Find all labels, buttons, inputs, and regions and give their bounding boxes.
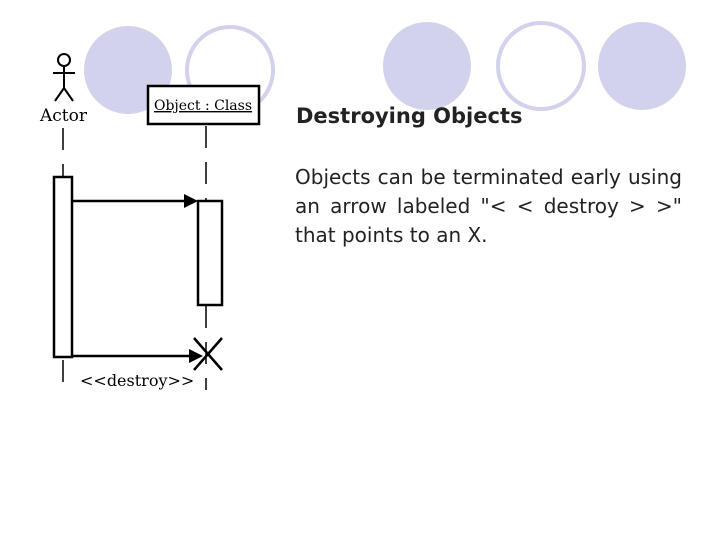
destroy-x-icon bbox=[193, 337, 223, 371]
sequence-diagram: Actor Object : Class <<destroy>> bbox=[39, 53, 261, 390]
object-box bbox=[146, 84, 261, 126]
slide-title: Destroying Objects bbox=[296, 104, 523, 128]
slide-body-text: Objects can be terminated early using an… bbox=[295, 165, 682, 247]
actor-label: Actor bbox=[39, 106, 88, 126]
deco-circle-4 bbox=[496, 21, 586, 111]
actor-activation-bar bbox=[52, 175, 74, 359]
object-label: Object : Class bbox=[154, 98, 252, 114]
object-activation-bar bbox=[196, 199, 224, 307]
destroy-message-label: <<destroy>> bbox=[80, 371, 194, 390]
message-arrow bbox=[73, 194, 198, 208]
deco-circle-3 bbox=[383, 22, 471, 110]
destroy-arrow bbox=[73, 349, 203, 363]
deco-circle-5 bbox=[598, 22, 686, 110]
actor-figure-icon bbox=[53, 53, 75, 102]
